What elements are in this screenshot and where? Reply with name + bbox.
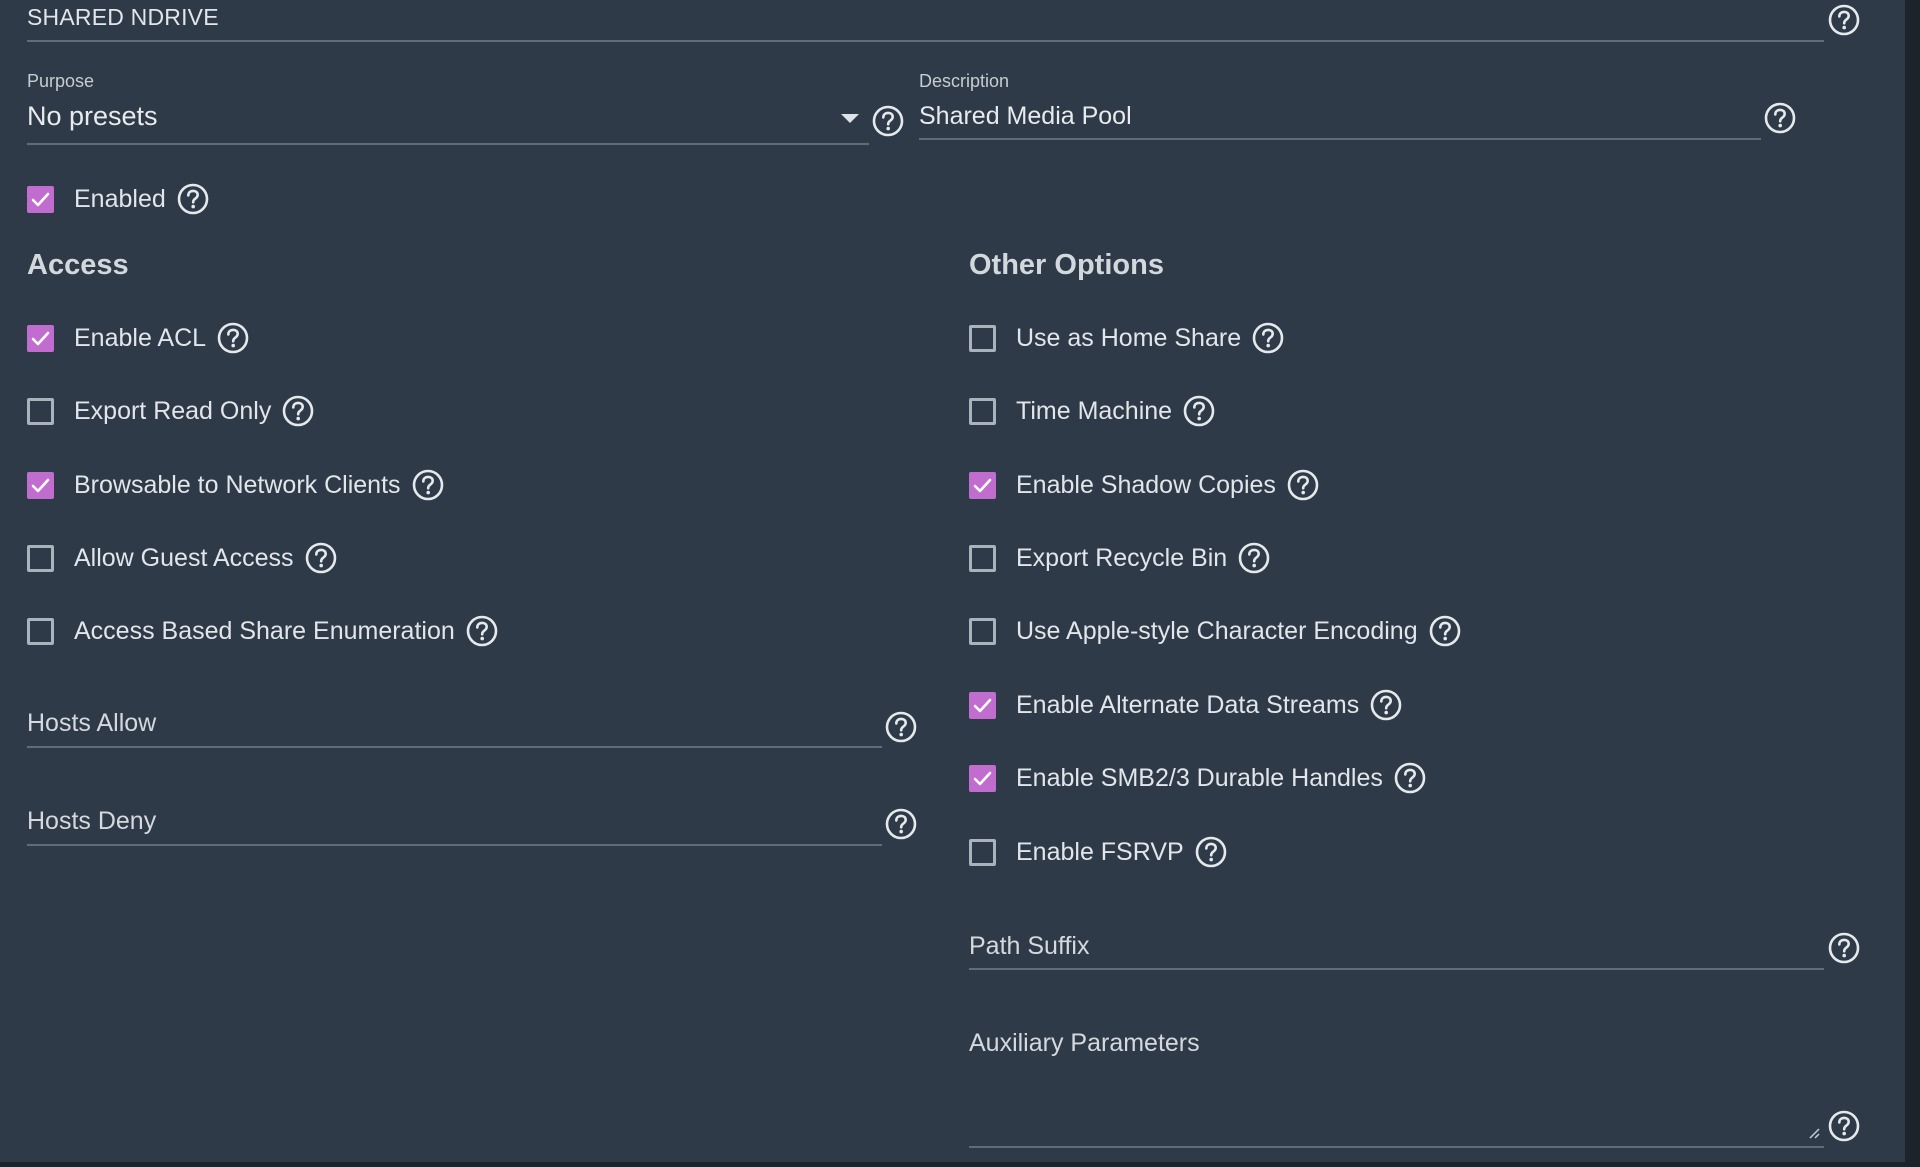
description-label: Description: [919, 71, 1010, 91]
help-icon[interactable]: [1194, 835, 1228, 869]
help-icon[interactable]: [465, 614, 499, 648]
other-option[interactable]: Export Recycle Bin: [969, 538, 1271, 578]
apple-encoding-label: Use Apple-style Character Encoding: [1016, 616, 1418, 645]
guest-access-checkbox[interactable]: [27, 544, 54, 572]
help-icon[interactable]: [1182, 394, 1216, 428]
hosts-deny-label: Hosts Deny: [27, 807, 157, 835]
purpose-label: Purpose: [27, 71, 95, 91]
access-section-title: Access: [27, 249, 129, 281]
aux-params-underline: [969, 1146, 1824, 1148]
share-name-underline: [27, 40, 1824, 42]
recycle-bin-checkbox[interactable]: [969, 544, 996, 572]
help-icon[interactable]: [1369, 688, 1403, 722]
other-option[interactable]: Enable Shadow Copies: [969, 465, 1320, 505]
fsrvp-label: Enable FSRVP: [1016, 837, 1184, 866]
home-share-label: Use as Home Share: [1016, 323, 1242, 352]
recycle-bin-label: Export Recycle Bin: [1016, 543, 1228, 572]
abse-label: Access Based Share Enumeration: [74, 616, 455, 645]
enable-acl-label: Enable ACL: [74, 323, 207, 352]
purpose-underline: [27, 143, 869, 145]
other-option[interactable]: Enable FSRVP: [969, 832, 1228, 872]
help-icon[interactable]: [1286, 468, 1320, 502]
guest-access-label: Allow Guest Access: [74, 543, 294, 572]
help-icon[interactable]: [1827, 1109, 1861, 1143]
help-icon[interactable]: [1827, 931, 1861, 965]
help-icon[interactable]: [304, 541, 338, 575]
enabled-option[interactable]: Enabled: [27, 179, 210, 219]
other-option[interactable]: Enable SMB2/3 Durable Handles: [969, 758, 1427, 798]
help-icon[interactable]: [411, 468, 445, 502]
export-read-only-label: Export Read Only: [74, 396, 272, 425]
share-name-value: SHARED NDRIVE: [27, 4, 219, 30]
enabled-checkbox[interactable]: [27, 185, 54, 213]
shadow-copies-label: Enable Shadow Copies: [1016, 470, 1276, 499]
hosts-deny-input[interactable]: Hosts Deny: [27, 807, 156, 836]
description-value: Shared Media Pool: [919, 102, 1132, 130]
fsrvp-checkbox[interactable]: [969, 838, 996, 866]
hosts-allow-underline: [27, 746, 882, 748]
help-icon[interactable]: [176, 182, 210, 216]
other-option[interactable]: Time Machine: [969, 391, 1216, 431]
browsable-checkbox[interactable]: [27, 471, 54, 499]
checkmark-icon: [973, 478, 992, 492]
resize-grip-icon[interactable]: [1808, 1126, 1820, 1139]
durable-handles-label: Enable SMB2/3 Durable Handles: [1016, 763, 1383, 792]
time-machine-label: Time Machine: [1016, 396, 1173, 425]
other-option[interactable]: Use as Home Share: [969, 318, 1285, 358]
help-icon[interactable]: [884, 807, 918, 841]
alternate-streams-label: Enable Alternate Data Streams: [1016, 690, 1360, 719]
hosts-deny-underline: [27, 844, 882, 846]
purpose-value: No presets: [27, 101, 158, 131]
help-icon[interactable]: [1763, 101, 1797, 135]
hosts-allow-input[interactable]: Hosts Allow: [27, 709, 156, 738]
home-share-checkbox[interactable]: [969, 324, 996, 352]
help-icon[interactable]: [216, 321, 250, 355]
shadow-copies-checkbox[interactable]: [969, 471, 996, 499]
path-suffix-underline: [969, 968, 1824, 970]
access-option[interactable]: Export Read Only: [27, 391, 315, 431]
help-icon[interactable]: [1237, 541, 1271, 575]
caret-down-icon[interactable]: [841, 114, 859, 123]
help-icon[interactable]: [1827, 3, 1861, 37]
aux-params-label: Auxiliary Parameters: [969, 1029, 1200, 1057]
enable-acl-checkbox[interactable]: [27, 324, 54, 352]
help-icon[interactable]: [884, 710, 918, 744]
aux-params-textarea[interactable]: Auxiliary Parameters: [969, 1029, 1200, 1058]
other-options-section-title: Other Options: [969, 249, 1164, 281]
alternate-streams-checkbox[interactable]: [969, 691, 996, 719]
time-machine-checkbox[interactable]: [969, 397, 996, 425]
path-suffix-input[interactable]: Path Suffix: [969, 932, 1089, 961]
export-read-only-checkbox[interactable]: [27, 397, 54, 425]
help-icon[interactable]: [281, 394, 315, 428]
path-suffix-label: Path Suffix: [969, 932, 1090, 960]
access-option[interactable]: Enable ACL: [27, 318, 250, 358]
durable-handles-checkbox[interactable]: [969, 764, 996, 792]
checkmark-icon: [31, 192, 50, 206]
hosts-allow-label: Hosts Allow: [27, 709, 157, 737]
other-option[interactable]: Use Apple-style Character Encoding: [969, 611, 1462, 651]
help-icon[interactable]: [871, 104, 905, 138]
description-underline: [919, 138, 1761, 140]
help-icon[interactable]: [1428, 614, 1462, 648]
checkmark-icon: [31, 331, 50, 345]
access-option[interactable]: Browsable to Network Clients: [27, 465, 445, 505]
checkmark-icon: [973, 771, 992, 785]
share-name-field[interactable]: SHARED NDRIVE: [27, 4, 219, 31]
checkmark-icon: [31, 478, 50, 492]
access-option[interactable]: Allow Guest Access: [27, 538, 338, 578]
help-icon[interactable]: [1251, 321, 1285, 355]
abse-checkbox[interactable]: [27, 617, 54, 645]
other-option[interactable]: Enable Alternate Data Streams: [969, 685, 1403, 725]
purpose-select[interactable]: No presets: [27, 101, 158, 132]
description-input[interactable]: Shared Media Pool: [919, 102, 1132, 131]
enabled-label: Enabled: [74, 184, 166, 213]
apple-encoding-checkbox[interactable]: [969, 617, 996, 645]
browsable-label: Browsable to Network Clients: [74, 470, 401, 499]
help-icon[interactable]: [1393, 761, 1427, 795]
checkmark-icon: [973, 698, 992, 712]
access-option[interactable]: Access Based Share Enumeration: [27, 611, 499, 651]
